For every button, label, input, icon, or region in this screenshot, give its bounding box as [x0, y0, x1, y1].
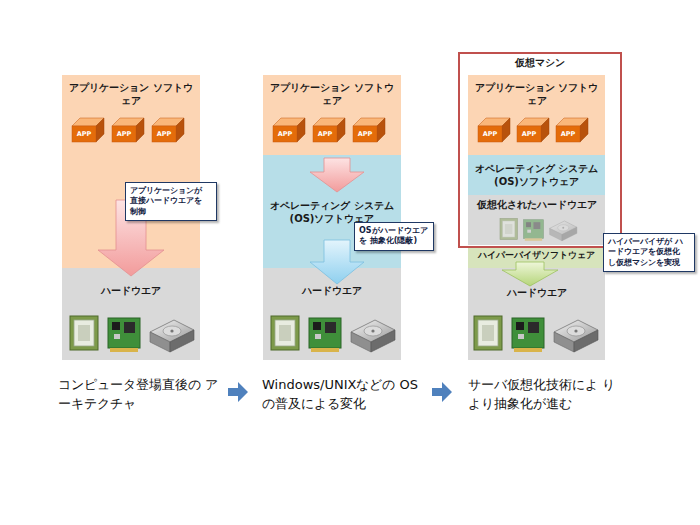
- app-icon-label: APP: [72, 126, 96, 142]
- software-band: アプリケーション ソフトウェア: [468, 75, 605, 155]
- band-label: 仮想化されたハードウエア: [468, 198, 605, 211]
- app-icon-label: APP: [152, 126, 176, 142]
- frame-heading: 仮想マシン: [460, 54, 620, 69]
- band-label: ハードウエア: [468, 286, 605, 299]
- os-band: オペレーティング システム(OS)ソフトウェア: [468, 155, 605, 195]
- app-icon-label: APP: [517, 126, 541, 142]
- callout-box: ハイパーバイザが ハードウエアを仮想化 し仮想マシンを実現: [603, 233, 695, 272]
- callout-box: OSがハードウエアを 抽象化(隠蔽): [354, 222, 434, 251]
- software-band: アプリケーション ソフトウェア: [263, 75, 401, 155]
- stage-caption: サーバ仮想化技術によ りより抽象化が進む: [468, 376, 618, 414]
- app-icon-label: APP: [478, 126, 502, 142]
- app-icon-label: APP: [273, 126, 297, 142]
- stage-caption: Windows/UNIXなどの OSの普及による変化: [262, 376, 430, 414]
- band-label: オペレーティング システム(OS)ソフトウェア: [468, 162, 605, 188]
- callout-text: ハイパーバイザが ハードウエアを仮想化 し仮想マシンを実現: [608, 237, 690, 268]
- app-icon-label: APP: [556, 126, 580, 142]
- band-label: アプリケーション ソフトウェア: [62, 81, 200, 107]
- band-label: ハイパーバイザソフトウェア: [468, 250, 605, 262]
- app-icon-label: APP: [112, 126, 136, 142]
- vm-frame: 仮想マシンアプリケーション ソフトウェアオペレーティング システム(OS)ソフト…: [458, 52, 622, 248]
- callout-text: OSがハードウエアを 抽象化(隠蔽): [359, 226, 429, 247]
- stage-caption: コンピュータ登場直後の アーキテクチャ: [58, 376, 224, 414]
- callout-box: アプリケーションが 直接ハードウエアを 制御: [125, 182, 217, 221]
- band-label: アプリケーション ソフトウェア: [468, 81, 605, 107]
- band-label: オペレーティング システム(OS)ソフトウェア: [263, 199, 401, 225]
- app-icon-label: APP: [353, 126, 377, 142]
- band-label: ハードウエア: [62, 284, 200, 297]
- callout-text: アプリケーションが 直接ハードウエアを 制御: [130, 186, 212, 217]
- band-label: ハードウエア: [263, 284, 401, 297]
- band-label: アプリケーション ソフトウェア: [263, 81, 401, 107]
- app-icon-label: APP: [313, 126, 337, 142]
